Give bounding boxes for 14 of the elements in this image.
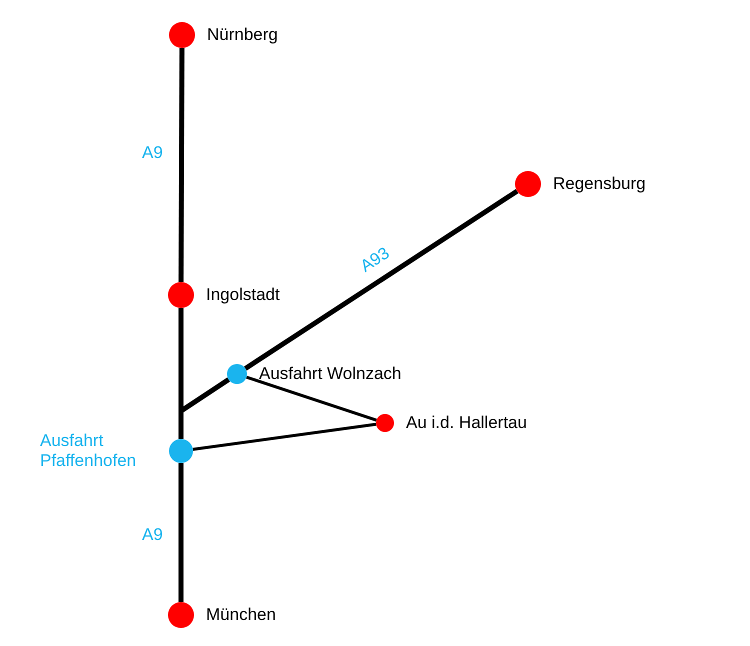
place-label: Regensburg bbox=[553, 174, 646, 194]
place-label: Ingolstadt bbox=[206, 285, 280, 305]
place-label: München bbox=[206, 605, 276, 625]
road-line bbox=[244, 189, 518, 371]
road-label: A93 bbox=[356, 242, 394, 278]
place-label: Ausfahrt Pfaffenhofen bbox=[40, 431, 138, 471]
place-label: Au i.d. Hallertau bbox=[406, 413, 527, 433]
place-label: Nürnberg bbox=[207, 25, 278, 45]
road-line bbox=[192, 422, 376, 451]
road-line bbox=[246, 376, 377, 422]
road-line bbox=[178, 48, 184, 282]
road-line bbox=[178, 308, 184, 439]
place-label: Ausfahrt Wolnzach bbox=[259, 364, 402, 384]
road-line bbox=[178, 463, 184, 602]
